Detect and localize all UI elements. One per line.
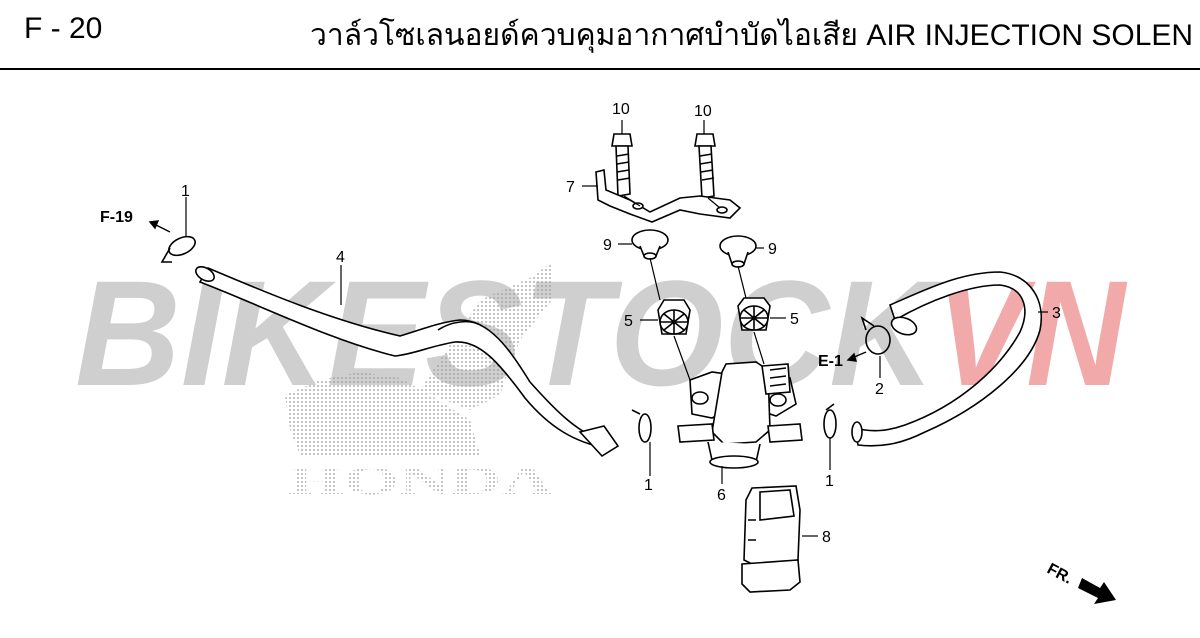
bolt-part-10-left: [611, 133, 633, 197]
callout-3: 3: [1052, 305, 1061, 322]
cover-part-8: [741, 485, 801, 593]
callout-10-left: 10: [612, 101, 630, 118]
callout-10-right: 10: [694, 103, 712, 120]
solenoid-valve-part-6: [677, 361, 803, 469]
front-label: FR.: [1044, 561, 1075, 588]
grommet-part-9-right: [719, 235, 757, 268]
callout-9-left: 9: [603, 237, 612, 254]
ref-label-left: F-19: [100, 209, 133, 226]
watermark: BIKESTOCK VN HONDA: [75, 249, 1127, 503]
clamp-part-2: [860, 316, 891, 355]
page-title: วาล์วโซเลนอยด์ควบคุมอากาศบำบัดไอเสีย AIR…: [310, 19, 1194, 52]
grommet-part-9-left: [631, 229, 669, 260]
bracket-part-7: [595, 168, 742, 223]
callout-7: 7: [566, 179, 575, 196]
callout-6: 6: [717, 487, 726, 504]
page-code: F - 20: [24, 12, 103, 45]
parts-diagram: BIKESTOCK VN HONDA: [75, 101, 1127, 604]
callout-8: 8: [822, 529, 831, 546]
clamp-part-1-left: [631, 409, 652, 443]
reference-arrows: [148, 220, 867, 362]
callout-4: 4: [336, 249, 345, 266]
mount-part-5-left: [657, 299, 691, 335]
leader-lines: [185, 120, 1048, 537]
callout-1-left: 1: [644, 477, 653, 494]
header-rule: [0, 68, 1200, 70]
callout-5-left: 5: [624, 313, 633, 330]
hose-part-3: [851, 271, 1042, 447]
callout-2: 2: [875, 381, 884, 398]
clamp-part-1-top: [160, 235, 196, 263]
front-direction-indicator: FR.: [1044, 561, 1116, 604]
callout-1-top: 1: [181, 183, 190, 200]
callout-1-right: 1: [825, 473, 834, 490]
front-arrow-icon: [1078, 578, 1116, 604]
hose-part-4: [195, 265, 620, 458]
bolt-part-10-right: [694, 133, 716, 199]
callout-9-right: 9: [768, 241, 777, 258]
mount-part-5-right: [737, 297, 771, 331]
ref-label-right: E-1: [818, 353, 843, 370]
page-header: F - 20 วาล์วโซเลนอยด์ควบคุมอากาศบำบัดไอเ…: [0, 0, 1200, 68]
callout-5-right: 5: [790, 311, 799, 328]
honda-logo-text: HONDA: [288, 458, 553, 503]
